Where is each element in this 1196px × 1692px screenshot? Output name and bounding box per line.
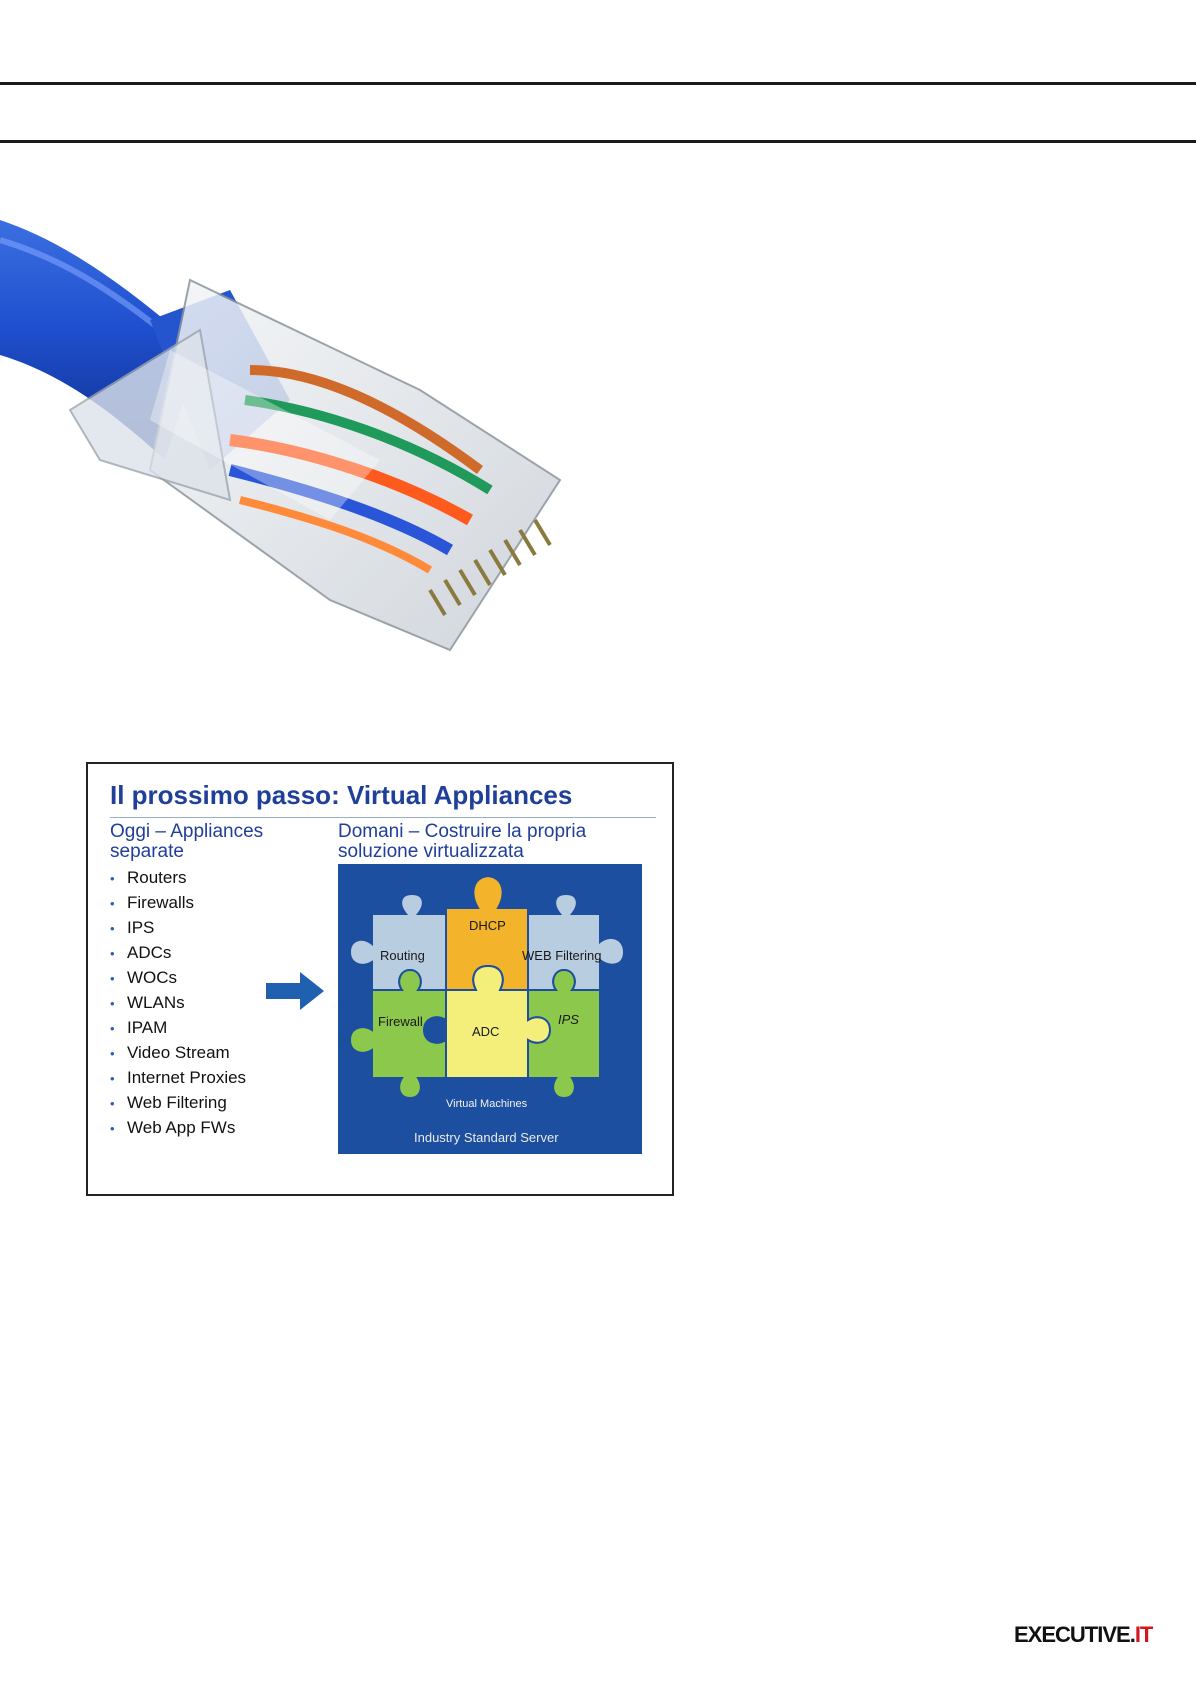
- industry-standard-server-label: Industry Standard Server: [414, 1130, 559, 1145]
- puzzle-pieces: [348, 874, 626, 1100]
- puzzle-piece-routing: Routing: [380, 948, 425, 963]
- left-column-heading: Oggi – Appliances separate: [110, 822, 300, 862]
- list-item: •WLANs: [110, 993, 185, 1012]
- puzzle-piece-dhcp: DHCP: [469, 918, 506, 933]
- header-rule-top: [0, 82, 1196, 85]
- virtual-appliances-figure: Il prossimo passo: Virtual Appliances Og…: [86, 762, 674, 1196]
- list-item: •IPAM: [110, 1018, 168, 1037]
- appliance-list: •Routers •Firewalls •IPS •ADCs •WOCs •WL…: [110, 866, 246, 1141]
- puzzle-diagram: DHCP Routing WEB Filtering Firewall ADC …: [338, 864, 642, 1154]
- list-item: •WOCs: [110, 968, 178, 987]
- right-heading-line-2: soluzione virtualizzata: [338, 841, 524, 862]
- left-heading-line-2: separate: [110, 841, 184, 862]
- puzzle-piece-adc: ADC: [472, 1024, 500, 1039]
- left-heading-line-1: Oggi – Appliances: [110, 821, 264, 842]
- brand-accent: IT: [1134, 1622, 1154, 1647]
- virtual-machines-label: Virtual Machines: [446, 1098, 528, 1110]
- list-item: •Internet Proxies: [110, 1068, 247, 1087]
- ethernet-rj45-cable-icon: [0, 220, 562, 652]
- list-item: •Firewalls: [110, 893, 195, 912]
- figure-title-rule: [110, 817, 656, 818]
- puzzle-piece-web-filtering: WEB Filtering: [522, 948, 602, 963]
- puzzle-piece-ips: IPS: [558, 1012, 579, 1027]
- list-item: •Routers: [110, 868, 187, 887]
- list-item: •ADCs: [110, 943, 172, 962]
- puzzle-piece-firewall: Firewall: [378, 1014, 423, 1029]
- right-heading-line-1: Domani – Costruire la propria: [338, 821, 587, 842]
- list-item: •IPS: [110, 918, 155, 937]
- list-item: •Web Filtering: [110, 1093, 227, 1112]
- brand-logo: EXECUTIVE.IT: [1014, 1622, 1154, 1648]
- header-rule-bottom: [0, 140, 1196, 143]
- list-item: •Web App FWs: [110, 1118, 236, 1137]
- list-item: •Video Stream: [110, 1043, 230, 1062]
- figure-title: Il prossimo passo: Virtual Appliances: [110, 780, 573, 810]
- right-column-heading: Domani – Costruire la propria soluzione …: [338, 822, 638, 862]
- brand-main: EXECUTIVE.: [1014, 1622, 1136, 1647]
- right-arrow-icon: [266, 972, 324, 1010]
